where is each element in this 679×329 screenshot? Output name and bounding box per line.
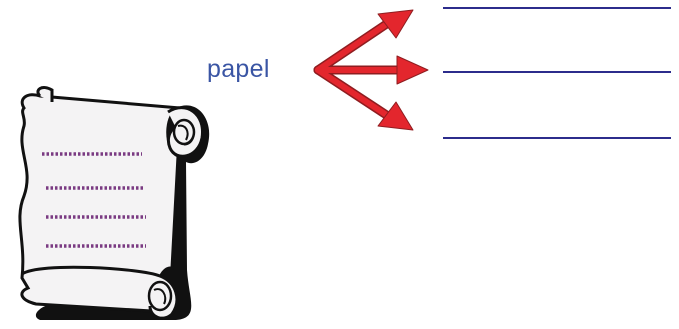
arrowhead-down xyxy=(377,101,414,131)
answer-lines xyxy=(443,7,671,139)
three-branch-arrow-icon xyxy=(313,9,429,131)
word-label: papel xyxy=(207,55,270,83)
arrowhead-middle xyxy=(396,55,429,85)
scroll-writing xyxy=(42,152,146,248)
paper-scroll-icon xyxy=(18,86,210,321)
arrowhead-up xyxy=(377,9,414,39)
